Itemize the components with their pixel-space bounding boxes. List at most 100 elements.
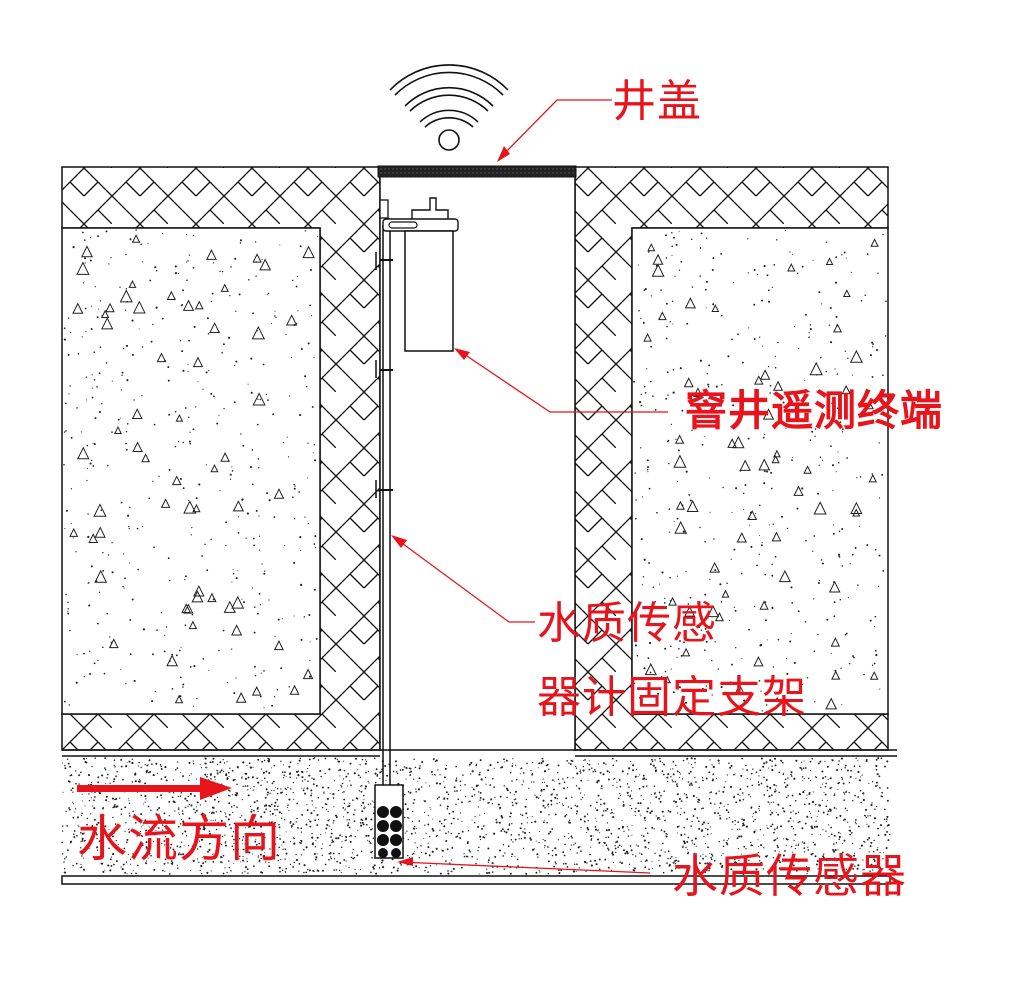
stipple-dot bbox=[364, 818, 367, 821]
stipple-dot bbox=[315, 840, 317, 842]
stipple-dot bbox=[689, 499, 692, 502]
aggregate-mark bbox=[673, 454, 687, 468]
stipple-dot bbox=[332, 793, 335, 796]
stipple-dot bbox=[244, 866, 248, 869]
stipple-dot bbox=[293, 838, 295, 840]
stipple-dot bbox=[226, 761, 228, 763]
stipple-dot bbox=[522, 847, 525, 850]
stipple-dot bbox=[815, 820, 817, 822]
stipple-dot bbox=[274, 821, 277, 824]
stipple-dot bbox=[97, 776, 100, 779]
stipple-dot bbox=[790, 633, 792, 635]
stipple-dot bbox=[204, 773, 207, 776]
stipple-dot bbox=[274, 809, 276, 811]
stipple-dot bbox=[256, 832, 259, 835]
stipple-dot bbox=[278, 823, 280, 826]
stipple-dot bbox=[223, 770, 225, 773]
stipple-dot bbox=[660, 676, 663, 678]
stipple-dot bbox=[271, 782, 274, 785]
stipple-dot bbox=[756, 273, 759, 276]
stipple-dot bbox=[733, 606, 736, 608]
aggregate-mark bbox=[302, 245, 315, 259]
stipple-dot bbox=[514, 798, 517, 800]
stipple-dot bbox=[330, 836, 332, 838]
stipple-dot bbox=[513, 799, 515, 801]
stipple-dot bbox=[870, 841, 873, 844]
stipple-dot bbox=[679, 773, 681, 775]
stipple-dot bbox=[230, 827, 232, 829]
stipple-dot bbox=[435, 759, 438, 762]
channel-bottom bbox=[61, 875, 891, 885]
stipple-dot bbox=[179, 477, 182, 481]
stipple-dot bbox=[603, 841, 606, 845]
stipple-dot bbox=[126, 762, 128, 764]
stipple-dot bbox=[133, 399, 135, 401]
stipple-dot bbox=[360, 805, 363, 807]
stipple-dot bbox=[808, 332, 810, 334]
stipple-dot bbox=[773, 783, 776, 786]
stipple-dot bbox=[192, 705, 194, 707]
stipple-dot bbox=[840, 833, 842, 835]
stipple-dot bbox=[194, 406, 197, 408]
stipple-dot bbox=[805, 866, 808, 868]
stipple-dot bbox=[825, 805, 828, 808]
stipple-dot bbox=[129, 618, 132, 621]
stipple-dot bbox=[418, 820, 421, 822]
stipple-dot bbox=[699, 359, 702, 362]
stipple-dot bbox=[812, 841, 814, 844]
aggregate-mark bbox=[231, 624, 243, 636]
stipple-dot bbox=[411, 820, 414, 823]
stipple-dot bbox=[827, 810, 830, 813]
stipple-dot bbox=[640, 317, 642, 320]
stipple-dot bbox=[360, 818, 363, 821]
stipple-dot bbox=[292, 791, 294, 794]
stipple-dot bbox=[522, 779, 524, 781]
stipple-dot bbox=[430, 808, 432, 810]
stipple-dot bbox=[600, 803, 602, 806]
stipple-dot bbox=[537, 767, 539, 769]
stipple-dot bbox=[306, 809, 309, 812]
stipple-dot bbox=[300, 842, 302, 844]
stipple-dot bbox=[240, 823, 243, 826]
stipple-dot bbox=[239, 242, 242, 244]
stipple-dot bbox=[75, 681, 78, 684]
stipple-dot bbox=[479, 759, 482, 762]
stipple-dot bbox=[192, 234, 195, 237]
stipple-dot bbox=[573, 844, 575, 846]
stipple-dot bbox=[120, 758, 123, 761]
stipple-dot bbox=[704, 288, 707, 291]
stipple-dot bbox=[129, 858, 132, 860]
stipple-dot bbox=[439, 782, 442, 785]
stipple-dot bbox=[659, 760, 662, 763]
left-soil-stipple bbox=[63, 229, 319, 709]
stipple-dot bbox=[296, 817, 298, 820]
stipple-dot bbox=[211, 761, 214, 763]
stipple-dot bbox=[802, 791, 805, 794]
stipple-dot bbox=[375, 872, 378, 875]
stipple-dot bbox=[245, 537, 247, 539]
stipple-dot bbox=[429, 865, 432, 867]
stipple-dot bbox=[575, 870, 577, 872]
stipple-dot bbox=[705, 827, 707, 830]
stipple-dot bbox=[144, 801, 146, 803]
stipple-dot bbox=[274, 801, 277, 804]
stipple-dot bbox=[439, 872, 442, 875]
stipple-dot bbox=[137, 864, 139, 867]
stipple-dot bbox=[568, 833, 570, 835]
stipple-dot bbox=[260, 784, 262, 786]
stipple-dot bbox=[357, 769, 359, 771]
stipple-dot bbox=[646, 368, 648, 370]
stipple-dot bbox=[711, 268, 714, 272]
aggregate-mark bbox=[773, 380, 784, 391]
aggregate-mark bbox=[709, 561, 721, 573]
stipple-dot bbox=[138, 328, 140, 330]
stipple-dot bbox=[182, 289, 185, 292]
stipple-dot bbox=[219, 771, 222, 774]
stipple-dot bbox=[244, 785, 247, 787]
stipple-dot bbox=[758, 680, 761, 682]
stipple-dot bbox=[233, 842, 235, 845]
stipple-dot bbox=[216, 763, 219, 766]
stipple-dot bbox=[131, 319, 134, 322]
stipple-dot bbox=[598, 858, 601, 861]
stipple-dot bbox=[610, 809, 613, 811]
